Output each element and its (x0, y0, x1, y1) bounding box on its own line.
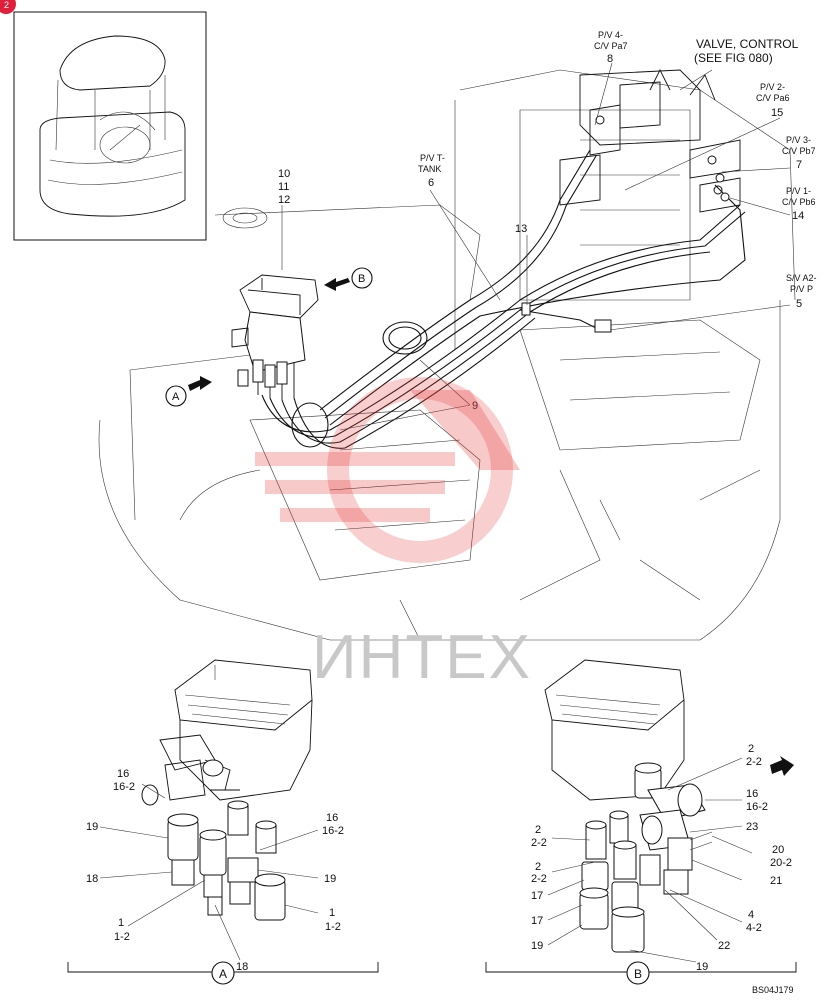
view-a-marker: A (165, 376, 212, 407)
svg-text:2-2: 2-2 (531, 873, 547, 885)
svg-text:4-2: 4-2 (746, 922, 762, 934)
pilot-valve (231, 274, 319, 400)
detail-b-drawing (544, 659, 794, 953)
watermark: ИНТЕХ (255, 377, 532, 692)
svg-text:12: 12 (278, 194, 290, 206)
svg-text:15: 15 (771, 107, 783, 119)
svg-text:20: 20 (772, 844, 784, 856)
svg-text:P/V 2-: P/V 2- (760, 82, 785, 92)
svg-text:16: 16 (117, 768, 129, 780)
svg-text:P/V 4-: P/V 4- (598, 30, 623, 40)
svg-text:C/V Pb7: C/V Pb7 (782, 146, 816, 156)
svg-text:TANK: TANK (418, 164, 441, 174)
svg-text:18: 18 (86, 873, 98, 885)
svg-text:C/V Pa6: C/V Pa6 (756, 93, 790, 103)
detail-a-bracket: A (67, 961, 379, 985)
svg-text:S/V A2-: S/V A2- (786, 273, 817, 283)
detail-b-bracket: B (485, 961, 797, 985)
svg-text:VALVE, CONTROL: VALVE, CONTROL (696, 37, 799, 51)
svg-text:22: 22 (718, 940, 730, 952)
svg-text:1-2: 1-2 (114, 931, 130, 943)
svg-text:21: 21 (770, 875, 782, 887)
svg-text:P/V 1-: P/V 1- (786, 186, 811, 196)
svg-text:2: 2 (535, 824, 541, 836)
main-callouts: 10 11 12 P/V T- TANK 6 P/V 4- C/V Pa7 8 … (278, 30, 817, 412)
svg-text:1-2: 1-2 (325, 921, 341, 933)
svg-text:(SEE FIG 080): (SEE FIG 080) (694, 51, 773, 65)
svg-text:16: 16 (746, 788, 758, 800)
svg-text:6: 6 (428, 177, 434, 189)
svg-text:2-2: 2-2 (531, 837, 547, 849)
svg-text:8: 8 (607, 53, 613, 65)
svg-text:10: 10 (278, 168, 290, 180)
svg-text:C/V Pa7: C/V Pa7 (594, 41, 628, 51)
svg-text:16-2: 16-2 (746, 801, 768, 813)
svg-text:C/V Pb6: C/V Pb6 (782, 197, 816, 207)
svg-text:19: 19 (86, 821, 98, 833)
svg-text:P/V 3-: P/V 3- (786, 135, 811, 145)
detail-a-drawing (141, 659, 313, 921)
svg-text:16-2: 16-2 (322, 825, 344, 837)
detail-b-leaders (547, 757, 753, 963)
svg-text:4: 4 (748, 909, 754, 921)
svg-text:A: A (172, 391, 180, 403)
detail-a-leaders (99, 783, 319, 961)
svg-text:5: 5 (796, 298, 802, 310)
main-leader-lines (281, 62, 791, 431)
svg-text:16: 16 (326, 812, 338, 824)
detail-b-labels: 2 2-2 16 16-2 23 2 2-2 2 2-2 20 20-2 17 … (531, 743, 792, 973)
svg-text:P/V P: P/V P (790, 284, 813, 294)
svg-text:11: 11 (278, 181, 289, 193)
svg-text:P/V T-: P/V T- (420, 153, 445, 163)
svg-text:23: 23 (746, 821, 758, 833)
svg-text:19: 19 (696, 961, 708, 973)
svg-text:B: B (634, 967, 642, 981)
svg-text:13: 13 (515, 223, 527, 235)
detail-a-labels: 16 16-2 16 16-2 19 18 19 1 1-2 1 1-2 18 (86, 768, 344, 973)
svg-text:1: 1 (329, 907, 335, 919)
svg-text:19: 19 (324, 873, 336, 885)
svg-text:1: 1 (118, 917, 124, 929)
svg-text:A: A (219, 967, 227, 981)
svg-text:16-2: 16-2 (113, 781, 135, 793)
svg-text:9: 9 (472, 400, 478, 412)
svg-text:7: 7 (796, 159, 802, 171)
svg-text:2-2: 2-2 (746, 756, 762, 768)
corner-badge: 2 (0, 0, 16, 14)
svg-text:17: 17 (531, 915, 543, 927)
inset-machine-view (13, 11, 207, 241)
svg-text:2: 2 (748, 743, 754, 755)
svg-text:20-2: 20-2 (770, 857, 792, 869)
svg-text:19: 19 (531, 940, 543, 952)
svg-text:ИНТЕХ: ИНТЕХ (312, 623, 532, 692)
figure-code: BS04J179 (752, 985, 794, 995)
svg-text:2: 2 (535, 861, 541, 873)
hose-bundle (261, 149, 746, 449)
view-b-marker: B (324, 267, 373, 291)
svg-text:17: 17 (531, 890, 543, 902)
control-valve-assembly (559, 68, 741, 213)
svg-text:14: 14 (792, 210, 804, 222)
svg-text:B: B (358, 273, 365, 285)
svg-text:2: 2 (4, 0, 9, 10)
svg-text:18: 18 (236, 961, 248, 973)
